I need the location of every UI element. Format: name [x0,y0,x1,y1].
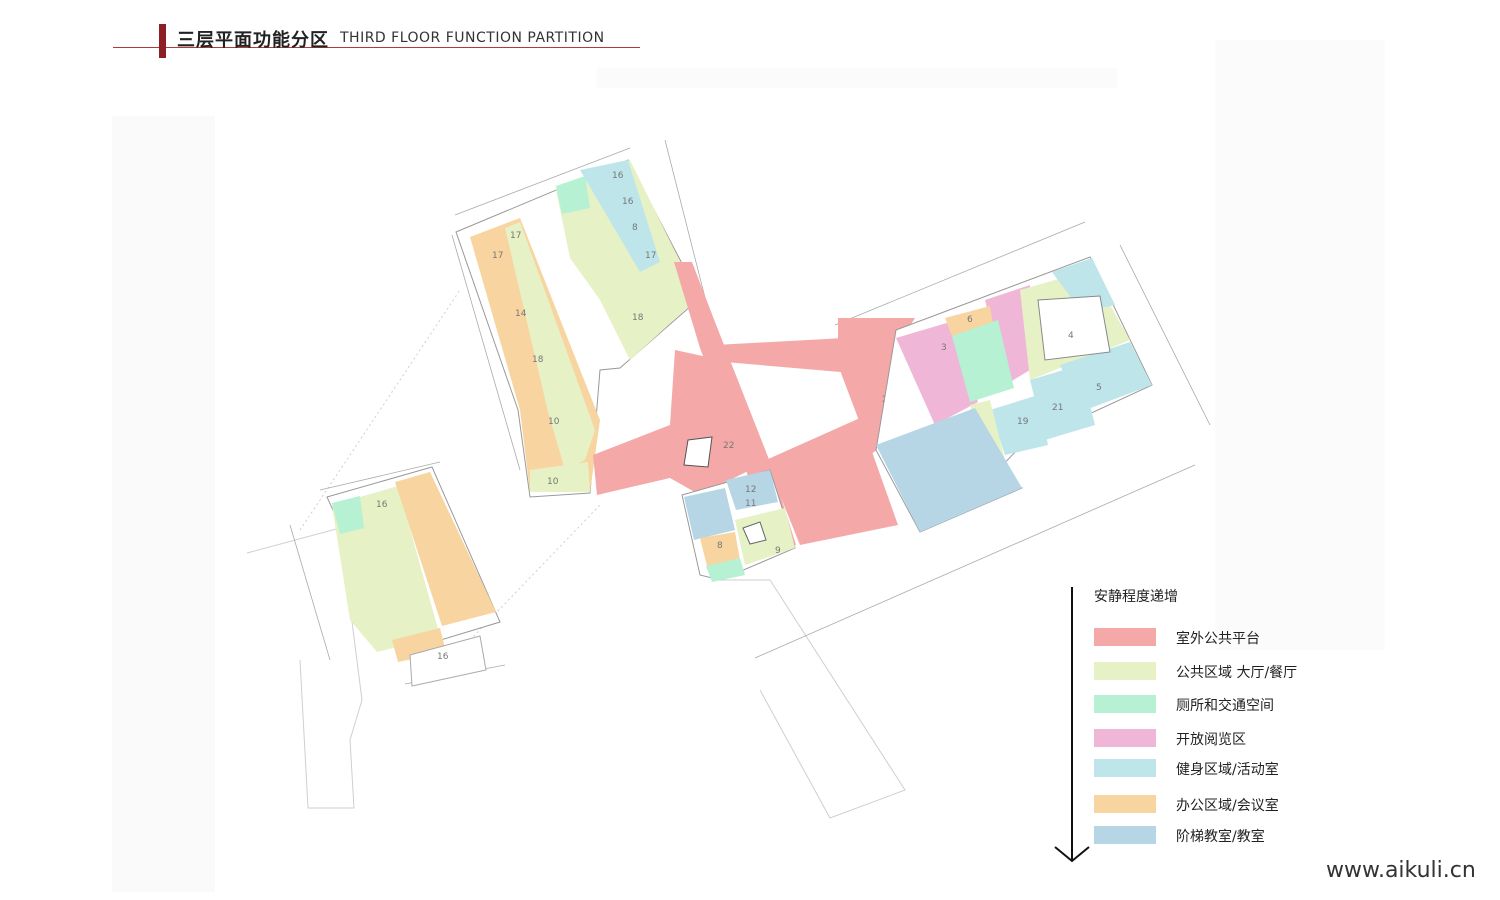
legend-swatch [1094,729,1156,747]
room-number: 14 [515,309,527,319]
title-chinese: 三层平面功能分区 [177,30,329,51]
room-number: 3 [941,343,947,353]
room-number: 21 [1052,403,1063,413]
legend-item-office: 办公区域/会议室 [1094,795,1354,815]
middle-wing: 16 16 8 17 17 17 14 18 18 10 10 [455,159,701,498]
legend-item-classroom: 阶梯教室/教室 [1094,826,1354,846]
legend-item-public: 公共区域 大厅/餐厅 [1094,662,1354,682]
background-panel [1215,40,1385,650]
room-number: 17 [645,251,656,261]
room-number: 8 [632,223,638,233]
background-panel [597,68,1117,88]
room-number: 16 [437,652,449,662]
page-title: 三层平面功能分区 THIRD FLOOR FUNCTION PARTITION [113,24,640,58]
room-number: 10 [548,417,560,427]
legend-swatch [1094,695,1156,713]
legend-label: 办公区域/会议室 [1176,798,1279,814]
room-number: 17 [510,231,521,241]
legend-item-fitness: 健身区域/活动室 [1094,759,1354,779]
right-wing: 6 3 4 5 21 19 [875,256,1153,533]
room-number: 5 [1096,383,1102,393]
legend-item-reading: 开放阅览区 [1094,729,1354,749]
legend-label: 健身区域/活动室 [1176,762,1279,778]
legend-label: 开放阅览区 [1176,732,1246,748]
legend: 安静程度递增 室外公共平台 公共区域 大厅/餐厅 厕所和交通空间 开放阅览区 健… [1052,582,1352,867]
left-wing: 16 16 [326,466,501,687]
title-accent-bar [159,24,166,58]
title-english: THIRD FLOOR FUNCTION PARTITION [340,30,605,46]
watermark: www.aikuli.cn [1326,858,1476,883]
background-panel [112,116,215,892]
room-number: 17 [492,251,503,261]
title-rule [113,47,640,48]
legend-swatch [1094,795,1156,813]
legend-swatch [1094,826,1156,844]
legend-item-outdoor: 室外公共平台 [1094,628,1354,648]
room-number: 9 [775,546,781,556]
room-number: 22 [723,441,734,451]
legend-swatch [1094,628,1156,646]
room-number: 18 [532,355,544,365]
legend-heading: 安静程度递增 [1094,589,1178,605]
room-number: 11 [745,499,756,509]
room-number: 16 [376,500,388,510]
room-number: 16 [612,171,624,181]
room-number: 4 [1068,331,1074,341]
room-number: 16 [622,197,634,207]
legend-label: 室外公共平台 [1176,631,1260,647]
room-number: 8 [717,541,723,551]
room-number: 6 [967,315,973,325]
room-number: 19 [1017,417,1029,427]
legend-label: 阶梯教室/教室 [1176,829,1265,845]
room-number: 18 [632,313,644,323]
legend-label: 公共区域 大厅/餐厅 [1176,665,1298,681]
legend-item-toilet-circulation: 厕所和交通空间 [1094,695,1354,715]
room-number: 12 [745,485,756,495]
legend-label: 厕所和交通空间 [1176,698,1274,714]
legend-swatch [1094,662,1156,680]
arrow-down-icon [1054,587,1090,863]
lower-center-block: 12 11 8 9 [681,469,796,582]
legend-swatch [1094,759,1156,777]
room-number: 10 [547,477,559,487]
